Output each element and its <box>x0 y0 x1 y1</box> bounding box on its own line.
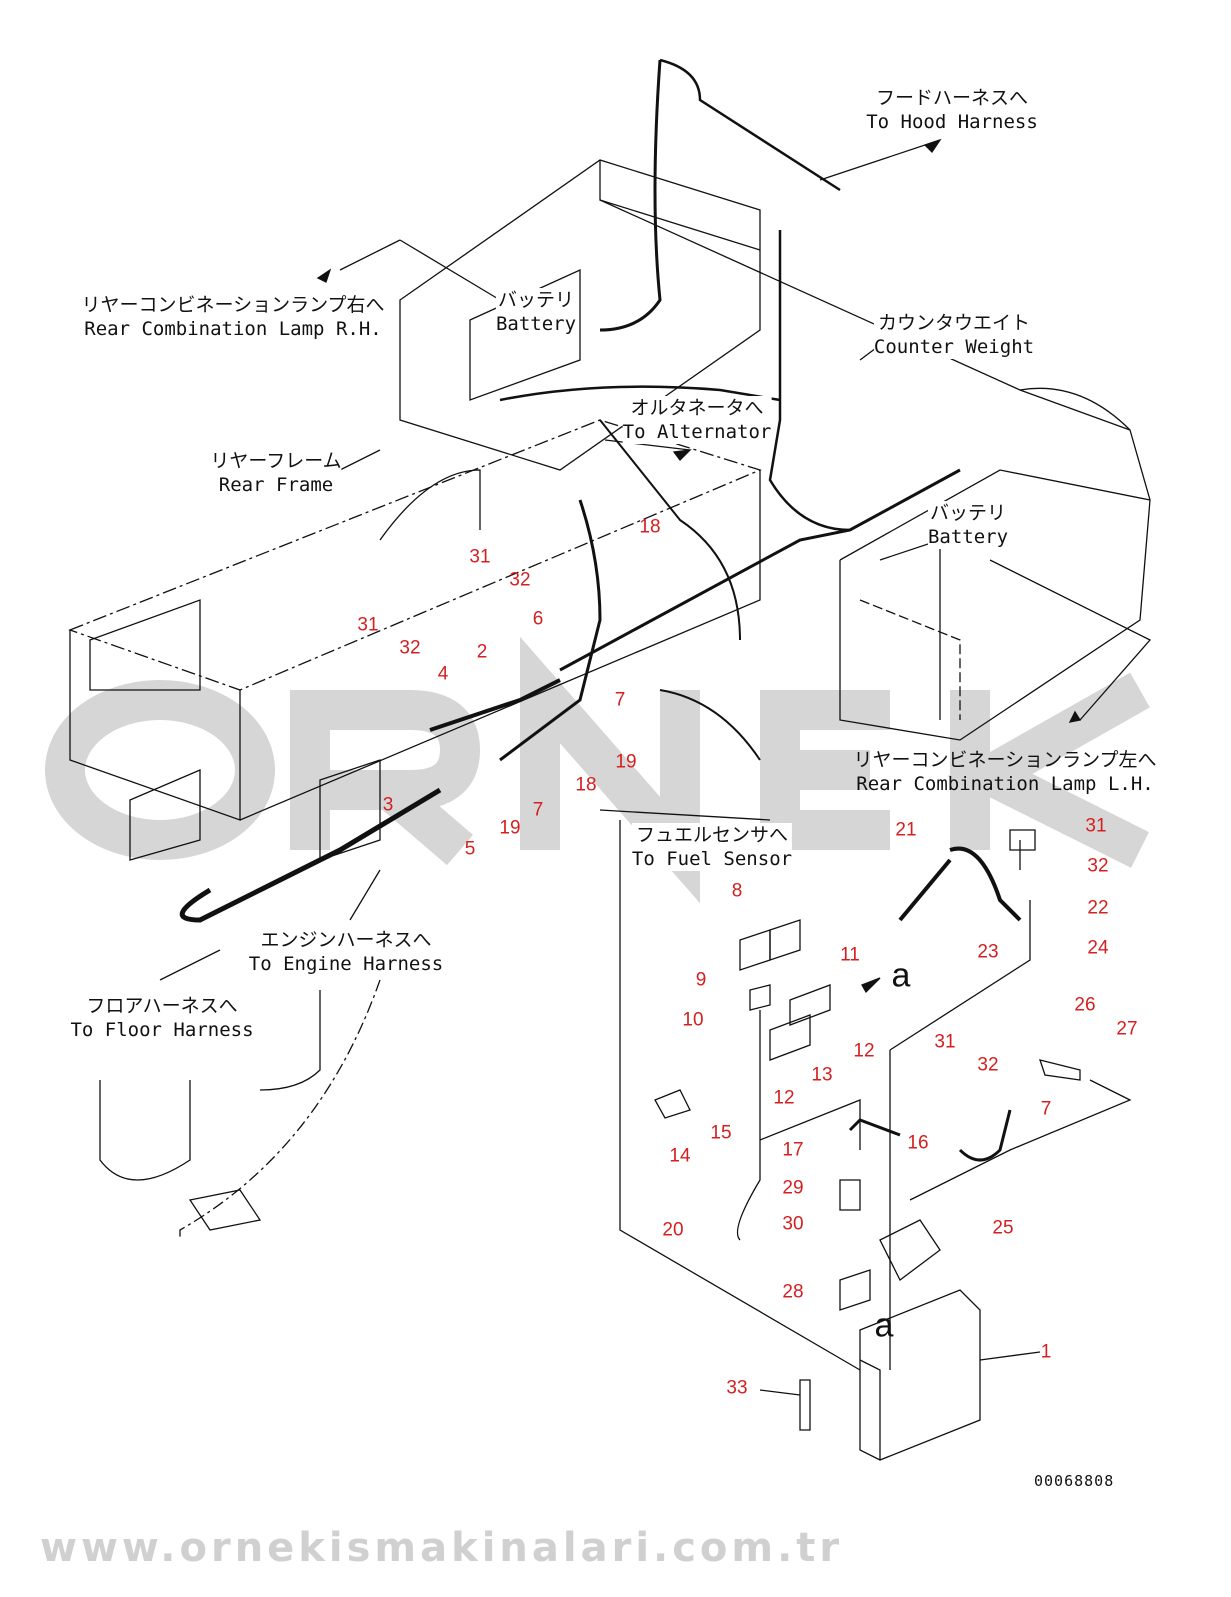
watermark-url: www.ornekismakinalari.com.tr <box>40 1525 844 1571</box>
part-callout-12: 12 <box>853 1040 875 1062</box>
part-callout-15: 15 <box>710 1122 732 1144</box>
part-callout-7: 7 <box>532 799 544 821</box>
part-callout-5: 5 <box>464 838 476 860</box>
part-callout-27: 27 <box>1116 1018 1138 1040</box>
part-callout-3: 3 <box>382 794 394 816</box>
part-callout-31: 31 <box>357 614 379 636</box>
part-callout-17: 17 <box>782 1139 804 1161</box>
part-callout-2: 2 <box>476 641 488 663</box>
part-callout-19: 19 <box>499 817 521 839</box>
part-callout-25: 25 <box>992 1217 1014 1239</box>
part-callout-21: 21 <box>895 819 917 841</box>
view-mark-a: a <box>891 956 911 995</box>
part-callout-19: 19 <box>615 751 637 773</box>
part-callout-29: 29 <box>782 1177 804 1199</box>
part-callout-32: 32 <box>977 1054 999 1076</box>
part-callout-24: 24 <box>1087 937 1109 959</box>
part-callout-9: 9 <box>695 969 707 991</box>
part-callout-6: 6 <box>532 608 544 630</box>
part-callout-31: 31 <box>469 546 491 568</box>
drawing-id: 00068808 <box>1034 1472 1115 1490</box>
part-callout-32: 32 <box>399 637 421 659</box>
part-callout-7: 7 <box>1040 1098 1052 1120</box>
part-callout-11: 11 <box>840 944 860 966</box>
part-callout-31: 31 <box>934 1031 956 1053</box>
part-callout-4: 4 <box>437 663 449 685</box>
part-callout-1: 1 <box>1040 1341 1052 1363</box>
part-callout-12: 12 <box>773 1087 795 1109</box>
part-callout-32: 32 <box>1087 855 1109 877</box>
part-callout-22: 22 <box>1087 897 1109 919</box>
part-callout-14: 14 <box>669 1145 691 1167</box>
part-callout-26: 26 <box>1074 994 1096 1016</box>
part-callout-16: 16 <box>907 1132 929 1154</box>
part-callout-18: 18 <box>575 774 597 796</box>
part-callout-13: 13 <box>811 1064 833 1086</box>
part-callout-10: 10 <box>682 1009 704 1031</box>
part-callout-31: 31 <box>1085 815 1107 837</box>
part-callout-28: 28 <box>782 1281 804 1303</box>
part-callout-8: 8 <box>731 880 743 902</box>
part-callout-32: 32 <box>509 569 531 591</box>
part-callout-30: 30 <box>782 1213 804 1235</box>
part-callout-33: 33 <box>726 1377 748 1399</box>
part-callout-23: 23 <box>977 941 999 963</box>
part-callout-18: 18 <box>639 516 661 538</box>
part-callout-20: 20 <box>662 1219 684 1241</box>
part-callout-7: 7 <box>614 689 626 711</box>
view-mark-a: a <box>874 1306 894 1345</box>
